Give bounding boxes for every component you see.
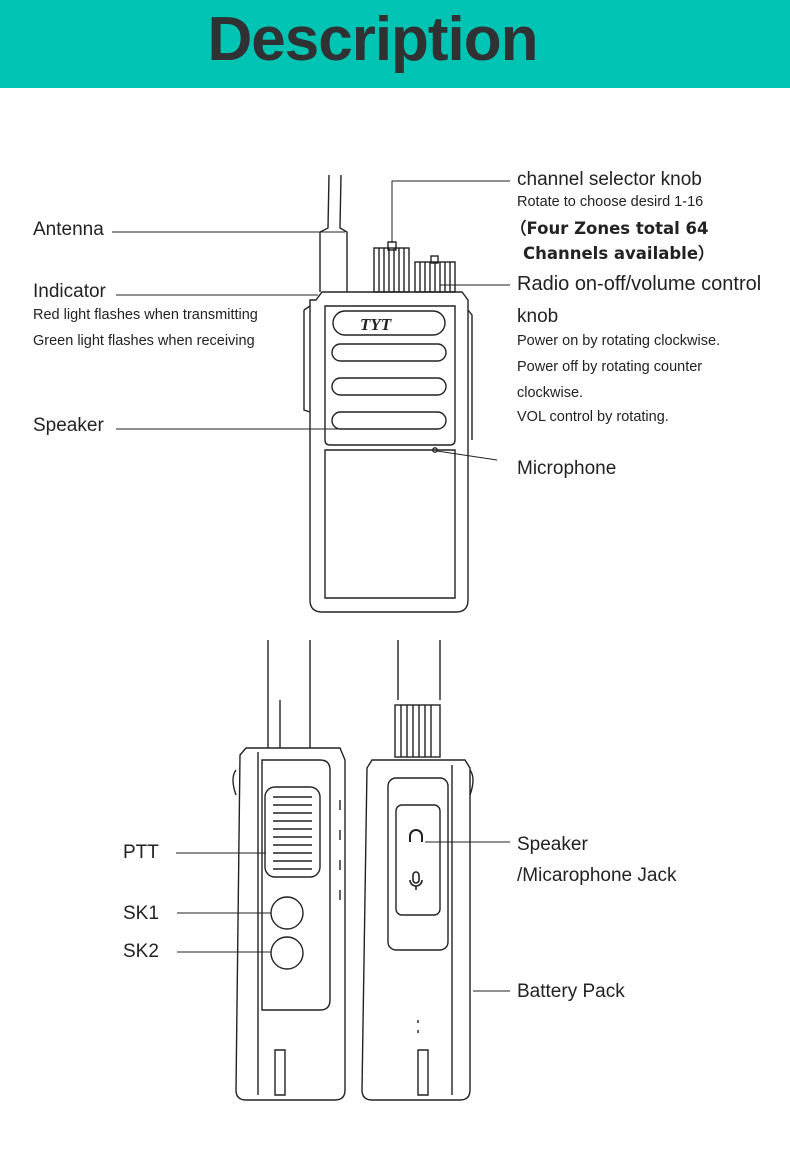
- indicator-green-text: Green light flashes when receiving: [33, 333, 255, 349]
- front-radio: TYT: [303, 174, 473, 613]
- sk2-label: SK2: [123, 941, 159, 962]
- ptt-button-drawing: [264, 786, 321, 878]
- volume-knob-drawing: [414, 255, 456, 293]
- channel-zones-line1: （Four Zones total 64: [510, 219, 709, 238]
- jack-label-1: Speaker: [517, 834, 588, 855]
- indicator-red-text: Red light flashes when transmitting: [33, 307, 258, 323]
- side-leader-lines: [176, 841, 510, 992]
- antenna-drawing: [319, 174, 348, 292]
- sk1-button-drawing: [270, 896, 304, 930]
- right-side-radio: [361, 640, 474, 1101]
- volume-desc-2: Power off by rotating counter: [517, 359, 703, 375]
- channel-knob-label: channel selector knob: [517, 169, 702, 190]
- front-body: [309, 291, 469, 613]
- tyt-logo: TYT: [360, 315, 392, 334]
- battery-pack-label: Battery Pack: [517, 981, 625, 1002]
- ptt-label: PTT: [123, 842, 159, 863]
- jack-label-2: /Micarophone Jack: [517, 865, 677, 886]
- jack-cover-drawing: [395, 804, 441, 916]
- antenna-label: Antenna: [33, 219, 104, 240]
- volume-knob-label: Radio on-off/volume control: [517, 273, 762, 295]
- left-side-radio: [232, 640, 346, 1101]
- headphone-icon: [409, 829, 423, 842]
- speaker-label: Speaker: [33, 415, 104, 436]
- header-banner: Description: [0, 0, 790, 88]
- volume-desc-4: VOL control by rotating.: [517, 409, 669, 425]
- sk2-button-drawing: [270, 936, 304, 970]
- channel-zones-line2: Channels available）: [523, 244, 715, 263]
- microphone-label: Microphone: [517, 458, 617, 479]
- indicator-label: Indicator: [33, 281, 106, 302]
- volume-knob-label-2: knob: [517, 306, 559, 327]
- microphone-icon: [412, 871, 420, 884]
- channel-knob-desc: Rotate to choose desird 1-16: [517, 194, 704, 210]
- sk1-label: SK1: [123, 903, 159, 924]
- volume-desc-1: Power on by rotating clockwise.: [517, 333, 721, 349]
- page-title: Description: [207, 5, 538, 74]
- front-leader-lines: [112, 180, 510, 461]
- channel-knob-drawing: [373, 241, 410, 293]
- volume-desc-3: clockwise.: [517, 385, 584, 401]
